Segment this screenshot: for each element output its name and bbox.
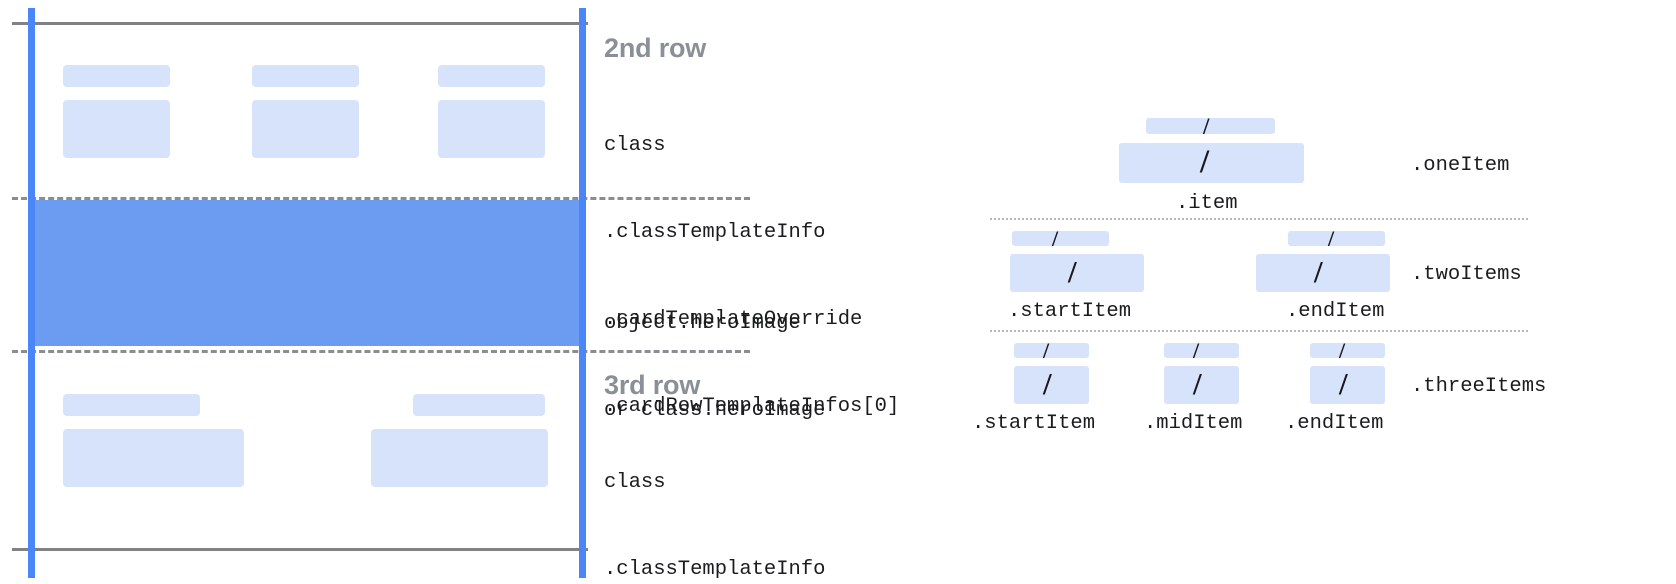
third-row-code: class .classTemplateInfo .cardTemplateOv… (604, 410, 899, 584)
card-top-rule (12, 22, 588, 25)
item-slot-label: .endItem (1286, 300, 1385, 323)
code-line: class (604, 134, 666, 157)
placeholder-value (252, 100, 359, 158)
card-bottom-rule (12, 548, 588, 551)
item-slot-label: .startItem (1008, 300, 1132, 323)
hero-image-band (34, 200, 585, 346)
item-main-bar (1119, 143, 1304, 183)
item-main-bar (1310, 366, 1385, 404)
item-top-bar (1288, 231, 1385, 246)
layout-divider (990, 218, 1528, 220)
slash-icon: / (1314, 254, 1323, 289)
slash-icon: / (1193, 338, 1200, 363)
slash-icon: / (1339, 366, 1348, 401)
slash-icon: / (1043, 366, 1052, 401)
item-top-bar (1012, 231, 1109, 246)
item-top-bar (1146, 118, 1275, 134)
item-layout-name: .twoItems (1411, 263, 1522, 286)
item-layout-name: .threeItems (1411, 375, 1547, 398)
item-top-bar (1310, 343, 1385, 358)
placeholder-value (438, 100, 545, 158)
placeholder-label (252, 65, 359, 87)
slash-icon: / (1193, 366, 1202, 401)
second-row-code: class .classTemplateInfo .cardTemplateOv… (604, 73, 899, 479)
item-layout-name: .oneItem (1411, 154, 1510, 177)
code-line: or class.heroImage (604, 399, 826, 422)
item-slot-label: .item (1176, 192, 1238, 215)
slash-icon: / (1043, 338, 1050, 363)
item-top-bar (1014, 343, 1089, 358)
item-main-bar (1014, 366, 1089, 404)
placeholder-value (371, 429, 548, 487)
code-line: .cardTemplateOverride (604, 308, 863, 331)
placeholder-value (63, 429, 244, 487)
row-divider-top (12, 197, 750, 200)
item-slot-label: .startItem (972, 412, 1096, 435)
placeholder-label (63, 65, 170, 87)
placeholder-label (413, 394, 545, 416)
card-right-guide (579, 8, 586, 578)
code-line: .cardRowTemplateInfos[0] (604, 395, 900, 418)
code-line: class (604, 471, 666, 494)
placeholder-label (438, 65, 545, 87)
third-row-title: 3rd row (604, 370, 701, 400)
item-main-bar (1010, 254, 1144, 292)
placeholder-label (63, 394, 200, 416)
card-left-guide (28, 8, 35, 578)
slash-icon: / (1200, 144, 1210, 180)
slash-icon: / (1339, 338, 1346, 363)
slash-icon: / (1203, 114, 1210, 139)
card-preview-panel (0, 0, 750, 584)
code-line: .classTemplateInfo (604, 558, 826, 581)
item-top-bar (1164, 343, 1239, 358)
placeholder-value (63, 100, 170, 158)
slash-icon: / (1328, 226, 1335, 251)
second-row-title: 2nd row (604, 33, 707, 63)
slash-icon: / (1052, 226, 1059, 251)
item-slot-label: .midItem (1144, 412, 1243, 435)
item-main-bar (1164, 366, 1239, 404)
code-line: .classTemplateInfo (604, 221, 826, 244)
item-main-bar (1256, 254, 1390, 292)
layout-divider (990, 330, 1528, 332)
slash-icon: / (1068, 254, 1077, 289)
item-slot-label: .endItem (1285, 412, 1384, 435)
code-line: object.heroImage (604, 312, 801, 335)
row-divider-bottom (12, 350, 750, 353)
hero-row-code: object.heroImage or class.heroImage (604, 251, 825, 483)
